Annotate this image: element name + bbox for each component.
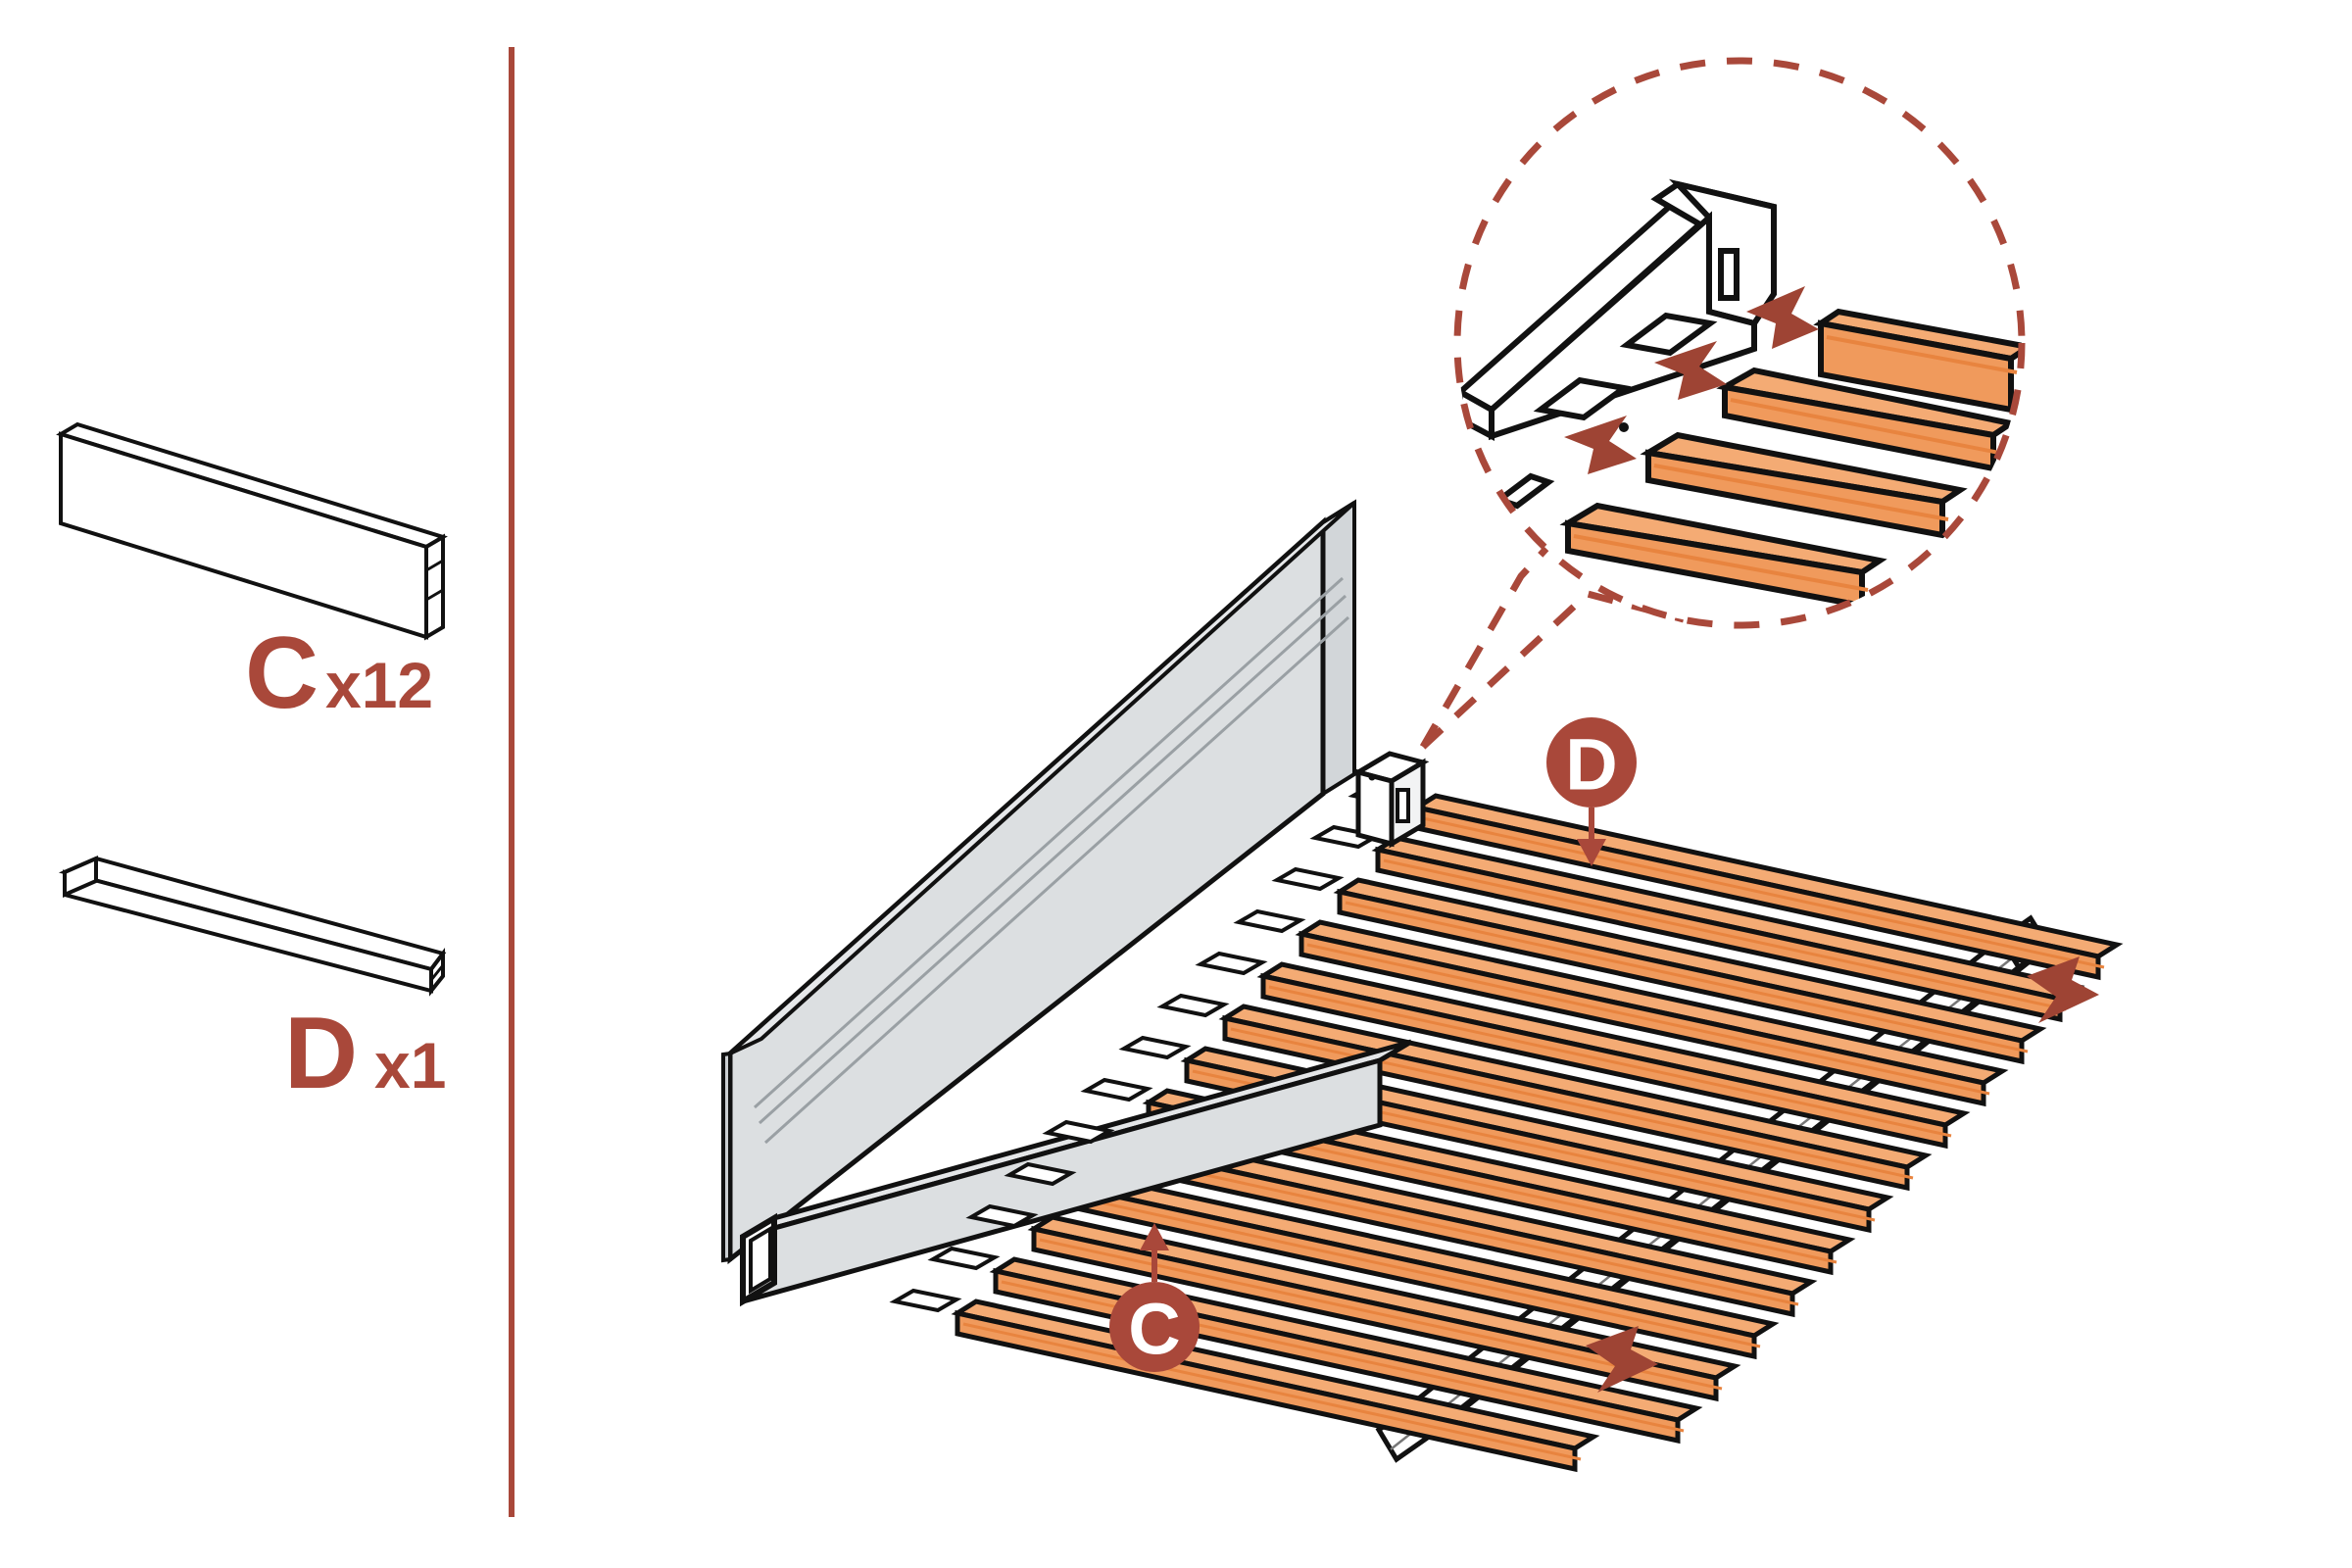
slat-item: [1027, 1214, 1741, 1402]
part-c-end-face: [424, 533, 445, 641]
slot-opening: [1195, 951, 1268, 976]
marker-d: D: [1546, 717, 1637, 866]
slot-opening: [1080, 1077, 1153, 1102]
detail-circle-outline: [1453, 57, 2026, 629]
marker-c-circle: [1109, 1282, 1200, 1372]
detail-slat: [1640, 431, 1968, 539]
bracket-pin-dot: [1368, 773, 1376, 781]
slat-item: [1256, 961, 1971, 1150]
part-d-label: D x1: [284, 997, 446, 1110]
detail-callout-content: [1457, 61, 2022, 625]
detail-insert-arrow: [1654, 341, 1727, 400]
slat-group: [951, 793, 2124, 1473]
slot-opening-row: [889, 782, 1421, 1313]
part-c-illustration: [56, 421, 448, 641]
part-d-illustration: [58, 855, 447, 997]
slot-opening: [965, 1203, 1039, 1229]
bracket-slot: [1396, 788, 1410, 823]
slot-opening: [1118, 1035, 1192, 1060]
slat-item: [1295, 919, 2009, 1107]
slat-item: [1065, 1172, 1780, 1360]
marker-c-letter: C: [1128, 1289, 1180, 1370]
marker-d-circle: [1546, 717, 1637, 808]
slot-opening: [1233, 908, 1306, 934]
headboard-panel: [721, 499, 1430, 1313]
detail-insert-arrow: [1746, 286, 1819, 349]
detail-slot-opening: [1718, 248, 1740, 301]
slot-opening: [1271, 866, 1345, 892]
slat-item: [1333, 877, 2047, 1065]
rail-push-arrow-upper: [2027, 956, 2099, 1023]
corner-bracket: [1351, 751, 1430, 849]
headboard-top-edge: [728, 501, 1356, 1055]
detail-insert-arrow: [1564, 416, 1637, 474]
slot-opening: [1004, 1161, 1077, 1187]
slot-opening: [1156, 993, 1230, 1018]
detail-slot-opening: [1533, 376, 1632, 421]
marker-d-letter: D: [1565, 724, 1617, 806]
part-c-label: C x12: [245, 616, 433, 730]
part-d-left-end: [63, 855, 98, 899]
slot-opening: [1042, 1119, 1115, 1145]
detail-slot-opening: [1619, 312, 1718, 357]
headboard-left-edge: [721, 1051, 732, 1263]
slot-opening: [889, 1288, 962, 1313]
marker-c: C: [1109, 1223, 1200, 1372]
slot-opening: [927, 1246, 1001, 1271]
detail-rail-lower: [1489, 211, 1757, 441]
rail-push-arrow-lower: [1586, 1326, 1658, 1393]
